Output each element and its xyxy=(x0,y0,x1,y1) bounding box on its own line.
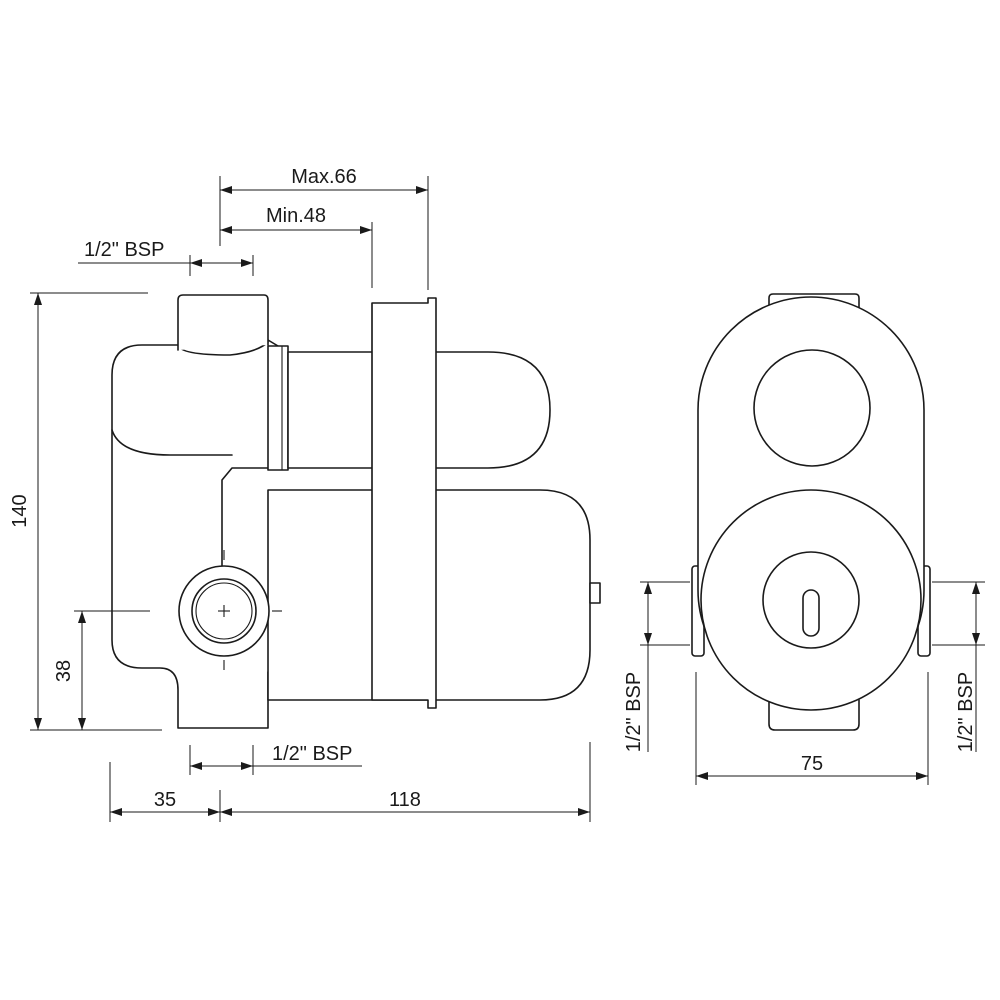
dimension-bottom-outlet: 1/2" BSP xyxy=(189,743,362,775)
top-inlet-label: 1/2" BSP xyxy=(84,239,164,261)
width-label: 75 xyxy=(801,753,823,775)
max-depth-label: Max.66 xyxy=(291,166,357,188)
dimension-min-depth: Min.48 xyxy=(220,205,373,288)
inlet-height-label: 38 xyxy=(53,660,75,682)
dimension-side-right: 1/2" BSP xyxy=(932,581,985,752)
upper-knob xyxy=(753,349,871,467)
dimension-top-inlet: 1/2" BSP xyxy=(78,239,254,276)
body-depth-label: 118 xyxy=(389,789,421,811)
front-view: 75 1/2" BSP 1/2" BSP xyxy=(623,293,985,785)
min-depth-label: Min.48 xyxy=(266,205,326,227)
side-view: Max.66 Min.48 1/2" BSP 140 38 xyxy=(9,166,601,822)
dimension-side-left: 1/2" BSP xyxy=(623,581,690,752)
dimension-height: 140 xyxy=(9,292,162,731)
side-right-label: 1/2" BSP xyxy=(955,672,977,752)
mounting-plate xyxy=(371,297,437,709)
dimension-inlet-height: 38 xyxy=(53,610,150,730)
collar-ring xyxy=(267,345,289,471)
lever-slot xyxy=(802,589,820,637)
left-offset-label: 35 xyxy=(154,789,176,811)
dimension-max-depth: Max.66 xyxy=(219,166,429,290)
lower-cartridge-stub xyxy=(589,582,601,604)
dimension-overall-depth: 35 118 xyxy=(109,742,591,822)
side-left-label: 1/2" BSP xyxy=(623,672,645,752)
bend-lower-curve xyxy=(111,429,233,456)
bottom-outlet-label: 1/2" BSP xyxy=(272,743,352,765)
bend-inner-curve xyxy=(177,341,269,356)
height-label: 140 xyxy=(9,494,31,527)
side-inlet xyxy=(178,550,282,670)
top-inlet-nipple xyxy=(177,294,269,351)
valve-body-rear xyxy=(111,339,291,729)
dimension-width: 75 xyxy=(695,672,929,785)
